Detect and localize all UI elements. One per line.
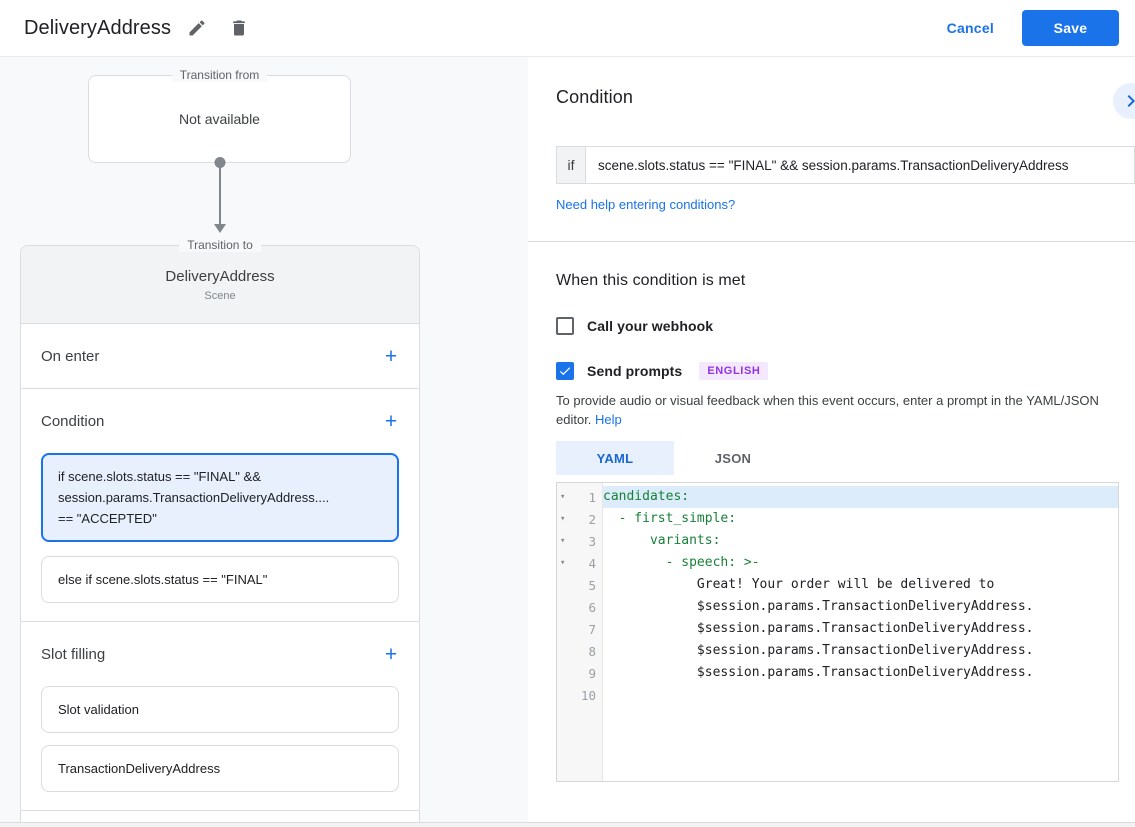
conditions-help-link[interactable]: Need help entering conditions? xyxy=(556,197,736,212)
line-number: 7 xyxy=(588,621,596,637)
transition-arrow xyxy=(88,167,351,233)
line-number: 5 xyxy=(588,577,596,593)
if-prefix: if xyxy=(556,146,585,184)
condition-card[interactable]: else if scene.slots.status == "FINAL" xyxy=(41,556,399,603)
fold-arrow-icon[interactable]: ▾ xyxy=(560,558,566,568)
yaml-editor[interactable]: ▾ 1 candidates: ▾ 2 - first_simple: ▾ 3 varian… xyxy=(556,482,1119,782)
transition-from-label: Transition from xyxy=(171,68,268,82)
webhook-row: Call your webhook xyxy=(556,317,1135,335)
scene-type: Scene xyxy=(204,289,236,302)
condition-card-selected[interactable]: if scene.slots.status == "FINAL" && sess… xyxy=(41,453,399,542)
code-text: - first_simple: xyxy=(603,511,737,526)
send-prompts-row: Send prompts ENGLISH xyxy=(556,362,1135,380)
code-line[interactable]: 9 $session.params.TransactionDeliveryAdd… xyxy=(557,662,1118,684)
condition-label: Condition xyxy=(41,412,105,430)
arrow-down-icon xyxy=(213,224,226,233)
line-number: 1 xyxy=(588,489,596,505)
edit-icon[interactable] xyxy=(181,12,213,44)
scene-name: DeliveryAddress xyxy=(165,267,275,285)
prompt-description: To provide audio or visual feedback when… xyxy=(556,393,1099,427)
send-prompts-label: Send prompts xyxy=(587,363,683,379)
line-number: 6 xyxy=(588,599,596,615)
cancel-button[interactable]: Cancel xyxy=(946,20,994,36)
line-number: 3 xyxy=(588,533,596,549)
help-link[interactable]: Help xyxy=(595,412,622,427)
slot-card[interactable]: TransactionDeliveryAddress xyxy=(41,745,399,792)
webhook-label: Call your webhook xyxy=(587,318,714,334)
code-line[interactable]: ▾ 4 - speech: >- xyxy=(557,552,1118,574)
transition-to-label: Transition to xyxy=(179,238,261,252)
code-line[interactable]: ▾ 1 candidates: xyxy=(557,486,1118,508)
add-icon[interactable] xyxy=(377,407,405,435)
slot-validation-card[interactable]: Slot validation xyxy=(41,686,399,733)
on-enter-label: On enter xyxy=(41,347,100,365)
code-line[interactable]: ▾ 2 - first_simple: xyxy=(557,508,1118,530)
scene-card-header: DeliveryAddress Scene xyxy=(21,246,419,324)
bottom-scrollbar-track[interactable] xyxy=(0,822,1135,827)
code-text: candidates: xyxy=(603,486,1118,508)
send-prompts-checkbox[interactable] xyxy=(556,362,574,380)
code-line[interactable]: 6 $session.params.TransactionDeliveryAdd… xyxy=(557,596,1118,618)
language-badge: ENGLISH xyxy=(699,362,769,380)
condition-expression-input[interactable] xyxy=(585,146,1135,184)
tab-json[interactable]: JSON xyxy=(674,441,792,475)
code-line[interactable]: 5 Great! Your order will be delivered to xyxy=(557,574,1118,596)
section-condition: Condition if scene.slots.status == "FINA… xyxy=(21,389,419,622)
code-text: Great! Your order will be delivered to xyxy=(603,577,995,592)
tab-yaml[interactable]: YAML xyxy=(556,441,674,475)
scene-card: Transition to DeliveryAddress Scene On e… xyxy=(20,238,420,827)
code-text: $session.params.TransactionDeliveryAddre… xyxy=(603,643,1034,658)
scene-diagram-panel: Transition from Not available Transition… xyxy=(0,57,528,827)
code-line[interactable]: 7 $session.params.TransactionDeliveryAdd… xyxy=(557,618,1118,640)
line-number: 2 xyxy=(588,511,596,527)
divider xyxy=(528,241,1135,242)
check-icon xyxy=(559,367,571,376)
code-text: $session.params.TransactionDeliveryAddre… xyxy=(603,599,1034,614)
fold-arrow-icon[interactable]: ▾ xyxy=(560,514,566,524)
connector-dot xyxy=(214,157,225,168)
condition-met-title: When this condition is met xyxy=(556,272,746,289)
save-button[interactable]: Save xyxy=(1022,10,1119,46)
line-number: 9 xyxy=(588,665,596,681)
chevron-right-icon xyxy=(1127,95,1135,107)
code-line[interactable]: ▾ 3 variants: xyxy=(557,530,1118,552)
transition-from-value: Not available xyxy=(179,111,260,127)
code-text: $session.params.TransactionDeliveryAddre… xyxy=(603,665,1034,680)
add-icon[interactable] xyxy=(377,342,405,370)
line-number: 8 xyxy=(588,643,596,659)
delete-icon[interactable] xyxy=(223,12,255,44)
code-text xyxy=(603,684,1118,706)
fold-arrow-icon[interactable]: ▾ xyxy=(560,536,566,546)
webhook-checkbox[interactable] xyxy=(556,317,574,335)
section-slot-filling: Slot filling Slot validation Transaction… xyxy=(21,622,419,811)
line-number: 10 xyxy=(580,687,596,703)
line-number: 4 xyxy=(588,555,596,571)
top-bar: DeliveryAddress Cancel Save xyxy=(0,0,1135,57)
condition-panel-title: Condition xyxy=(556,87,633,107)
collapse-panel-button[interactable] xyxy=(1113,83,1135,119)
editor-tabs: YAML JSON xyxy=(556,441,1135,475)
code-text: variants: xyxy=(603,533,721,548)
add-icon[interactable] xyxy=(377,640,405,668)
code-line[interactable]: 8 $session.params.TransactionDeliveryAdd… xyxy=(557,640,1118,662)
section-on-enter: On enter xyxy=(21,324,419,389)
fold-arrow-icon[interactable]: ▾ xyxy=(560,492,566,502)
transition-from-box: Transition from Not available xyxy=(88,68,351,168)
slot-filling-label: Slot filling xyxy=(41,645,106,663)
code-text: - speech: >- xyxy=(603,555,760,570)
condition-detail-panel: Condition if Need help entering conditio… xyxy=(528,57,1135,827)
code-text: $session.params.TransactionDeliveryAddre… xyxy=(603,621,1034,636)
page-title: DeliveryAddress xyxy=(24,16,172,39)
code-line[interactable]: 10 xyxy=(557,684,1118,706)
